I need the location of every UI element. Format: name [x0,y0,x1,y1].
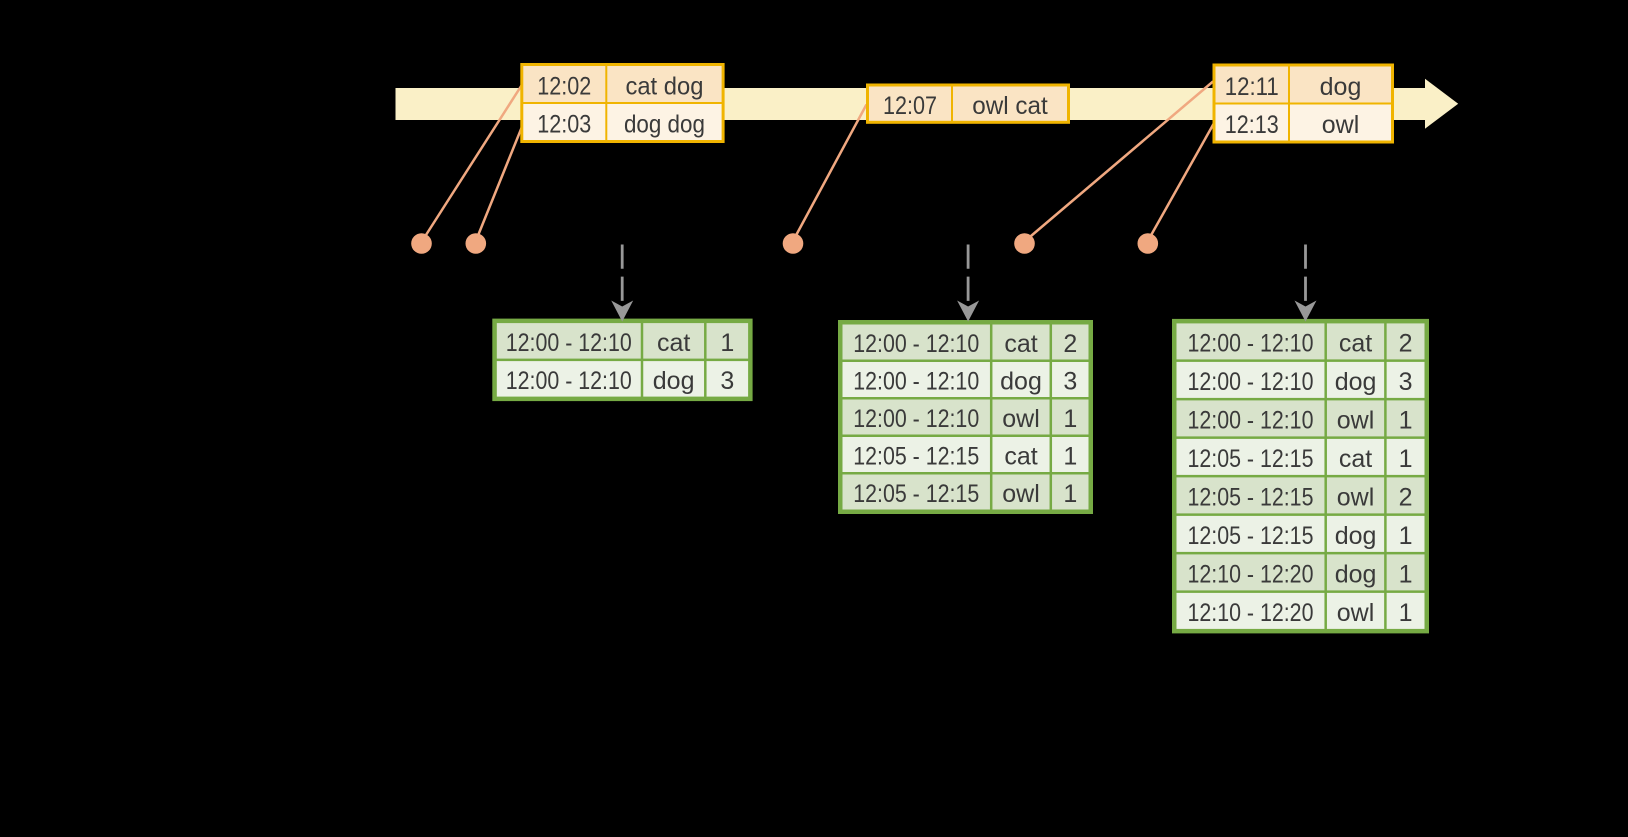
svg-text:dog: dog [1000,368,1042,396]
svg-text:12:10 - 12:20: 12:10 - 12:20 [1187,560,1313,588]
svg-text:12:00 - 12:10: 12:00 - 12:10 [506,329,632,357]
svg-text:12:13: 12:13 [1225,111,1279,139]
svg-text:12:10 - 12:20: 12:10 - 12:20 [1187,599,1313,627]
svg-text:12:05 - 12:15: 12:05 - 12:15 [1187,522,1313,550]
svg-text:dog: dog [1335,522,1377,550]
svg-text:cat dog: cat dog [625,73,703,101]
svg-text:1: 1 [1399,445,1413,473]
svg-text:owl: owl [1337,599,1375,627]
svg-text:1: 1 [1399,599,1413,627]
svg-text:cat: cat [1339,329,1372,357]
svg-text:dog: dog [653,367,695,395]
svg-text:1: 1 [1063,480,1077,508]
svg-text:dog dog: dog dog [624,111,705,139]
svg-text:12:11: 12:11 [1225,73,1279,101]
svg-text:cat: cat [1339,445,1372,473]
svg-text:12:02: 12:02 [537,73,591,101]
svg-text:cat: cat [657,329,690,357]
svg-text:cat: cat [1004,443,1037,471]
svg-text:1: 1 [1063,443,1077,471]
svg-text:dog: dog [1335,368,1377,396]
svg-text:12:05 - 12:15: 12:05 - 12:15 [853,480,979,508]
svg-text:12:07: 12:07 [883,92,937,120]
svg-text:12:00 - 12:10: 12:00 - 12:10 [1187,368,1313,396]
svg-text:12:00 - 12:10: 12:00 - 12:10 [1187,329,1313,357]
svg-text:owl: owl [1322,111,1360,139]
svg-text:1: 1 [1399,560,1413,588]
svg-text:1: 1 [1063,405,1077,433]
svg-text:owl: owl [1002,405,1040,433]
svg-text:12:05 - 12:15: 12:05 - 12:15 [853,443,979,471]
svg-text:12:05 - 12:15: 12:05 - 12:15 [1187,445,1313,473]
svg-text:12:00 - 12:10: 12:00 - 12:10 [853,368,979,396]
svg-text:12:00 - 12:10: 12:00 - 12:10 [1187,406,1313,434]
svg-text:1: 1 [1399,406,1413,434]
svg-text:dog: dog [1335,560,1377,588]
svg-text:owl: owl [1337,483,1375,511]
svg-text:2: 2 [1399,483,1413,511]
svg-text:owl cat: owl cat [972,92,1048,120]
svg-text:owl: owl [1002,480,1040,508]
svg-text:dog: dog [1320,73,1362,101]
svg-text:3: 3 [720,367,734,395]
svg-text:12:00 - 12:10: 12:00 - 12:10 [853,405,979,433]
svg-text:3: 3 [1399,368,1413,396]
svg-text:3: 3 [1063,368,1077,396]
svg-text:2: 2 [1063,330,1077,358]
svg-text:1: 1 [1399,522,1413,550]
svg-text:1: 1 [720,329,734,357]
svg-text:12:05 - 12:15: 12:05 - 12:15 [1187,483,1313,511]
svg-text:12:00 - 12:10: 12:00 - 12:10 [506,367,632,395]
svg-text:cat: cat [1004,330,1037,358]
svg-text:owl: owl [1337,406,1375,434]
svg-text:12:03: 12:03 [537,111,591,139]
svg-text:12:00 - 12:10: 12:00 - 12:10 [853,330,979,358]
svg-text:2: 2 [1399,329,1413,357]
